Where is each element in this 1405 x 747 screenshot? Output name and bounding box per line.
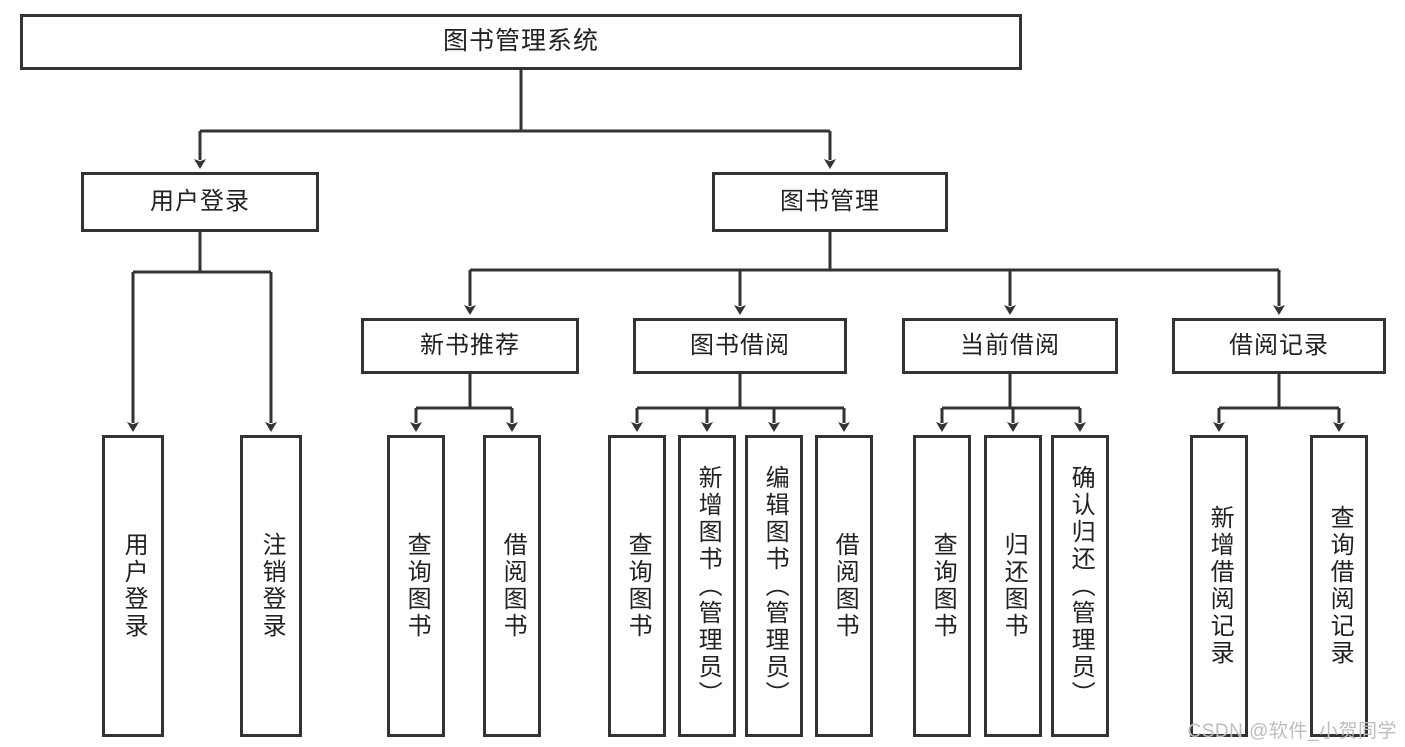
node-leaf-user-logout[interactable]: 注销登录 (240, 435, 302, 737)
node-current-borrow-label: 当前借阅 (960, 331, 1060, 359)
node-leaf-edit-book[interactable]: 编辑图书（管理员） (745, 435, 803, 737)
node-user-login-label: 用户登录 (150, 187, 250, 215)
node-book-manage-label: 图书管理 (780, 187, 880, 215)
node-new-book-recommend[interactable]: 新书推荐 (361, 318, 579, 374)
node-new-book-recommend-label: 新书推荐 (420, 331, 520, 359)
node-borrow-record-label: 借阅记录 (1229, 331, 1329, 359)
node-leaf-borrow-book-1[interactable]: 借阅图书 (483, 435, 541, 737)
node-leaf-borrow-book-2[interactable]: 借阅图书 (815, 435, 873, 737)
node-leaf-user-login[interactable]: 用户登录 (102, 435, 164, 737)
node-leaf-edit-book-label: 编辑图书（管理员） (761, 464, 789, 708)
node-book-borrow-label: 图书借阅 (690, 331, 790, 359)
node-book-manage[interactable]: 图书管理 (712, 172, 948, 232)
csdn-watermark: CSDN @软件_小贺同学 (1187, 721, 1397, 742)
node-leaf-borrow-book-1-label: 借阅图书 (499, 532, 527, 640)
node-leaf-query-record[interactable]: 查询借阅记录 (1310, 435, 1368, 737)
node-leaf-query-book-3-label: 查询图书 (929, 532, 957, 640)
node-leaf-add-record-label: 新增借阅记录 (1206, 505, 1234, 667)
node-leaf-user-login-label: 用户登录 (120, 532, 148, 640)
node-leaf-add-book-label: 新增图书（管理员） (694, 464, 722, 708)
node-book-borrow[interactable]: 图书借阅 (633, 318, 847, 374)
node-leaf-return-book-label: 归还图书 (1000, 532, 1028, 640)
node-current-borrow[interactable]: 当前借阅 (902, 318, 1118, 374)
node-leaf-confirm-return[interactable]: 确认归还（管理员） (1051, 435, 1109, 737)
node-borrow-record[interactable]: 借阅记录 (1172, 318, 1386, 374)
node-root[interactable]: 图书管理系统 (20, 14, 1022, 70)
node-leaf-query-book-1-label: 查询图书 (403, 532, 431, 640)
node-leaf-query-record-label: 查询借阅记录 (1326, 505, 1354, 667)
node-leaf-query-book-2-label: 查询图书 (624, 532, 652, 640)
node-leaf-borrow-book-2-label: 借阅图书 (831, 532, 859, 640)
node-leaf-query-book-2[interactable]: 查询图书 (608, 435, 666, 737)
node-leaf-query-book-3[interactable]: 查询图书 (913, 435, 971, 737)
node-leaf-add-book[interactable]: 新增图书（管理员） (678, 435, 736, 737)
node-leaf-query-book-1[interactable]: 查询图书 (387, 435, 445, 737)
node-root-label: 图书管理系统 (442, 27, 599, 56)
node-leaf-return-book[interactable]: 归还图书 (984, 435, 1042, 737)
node-leaf-add-record[interactable]: 新增借阅记录 (1190, 435, 1248, 737)
node-user-login[interactable]: 用户登录 (81, 172, 319, 232)
node-leaf-confirm-return-label: 确认归还（管理员） (1067, 464, 1095, 708)
node-leaf-user-logout-label: 注销登录 (258, 532, 286, 640)
